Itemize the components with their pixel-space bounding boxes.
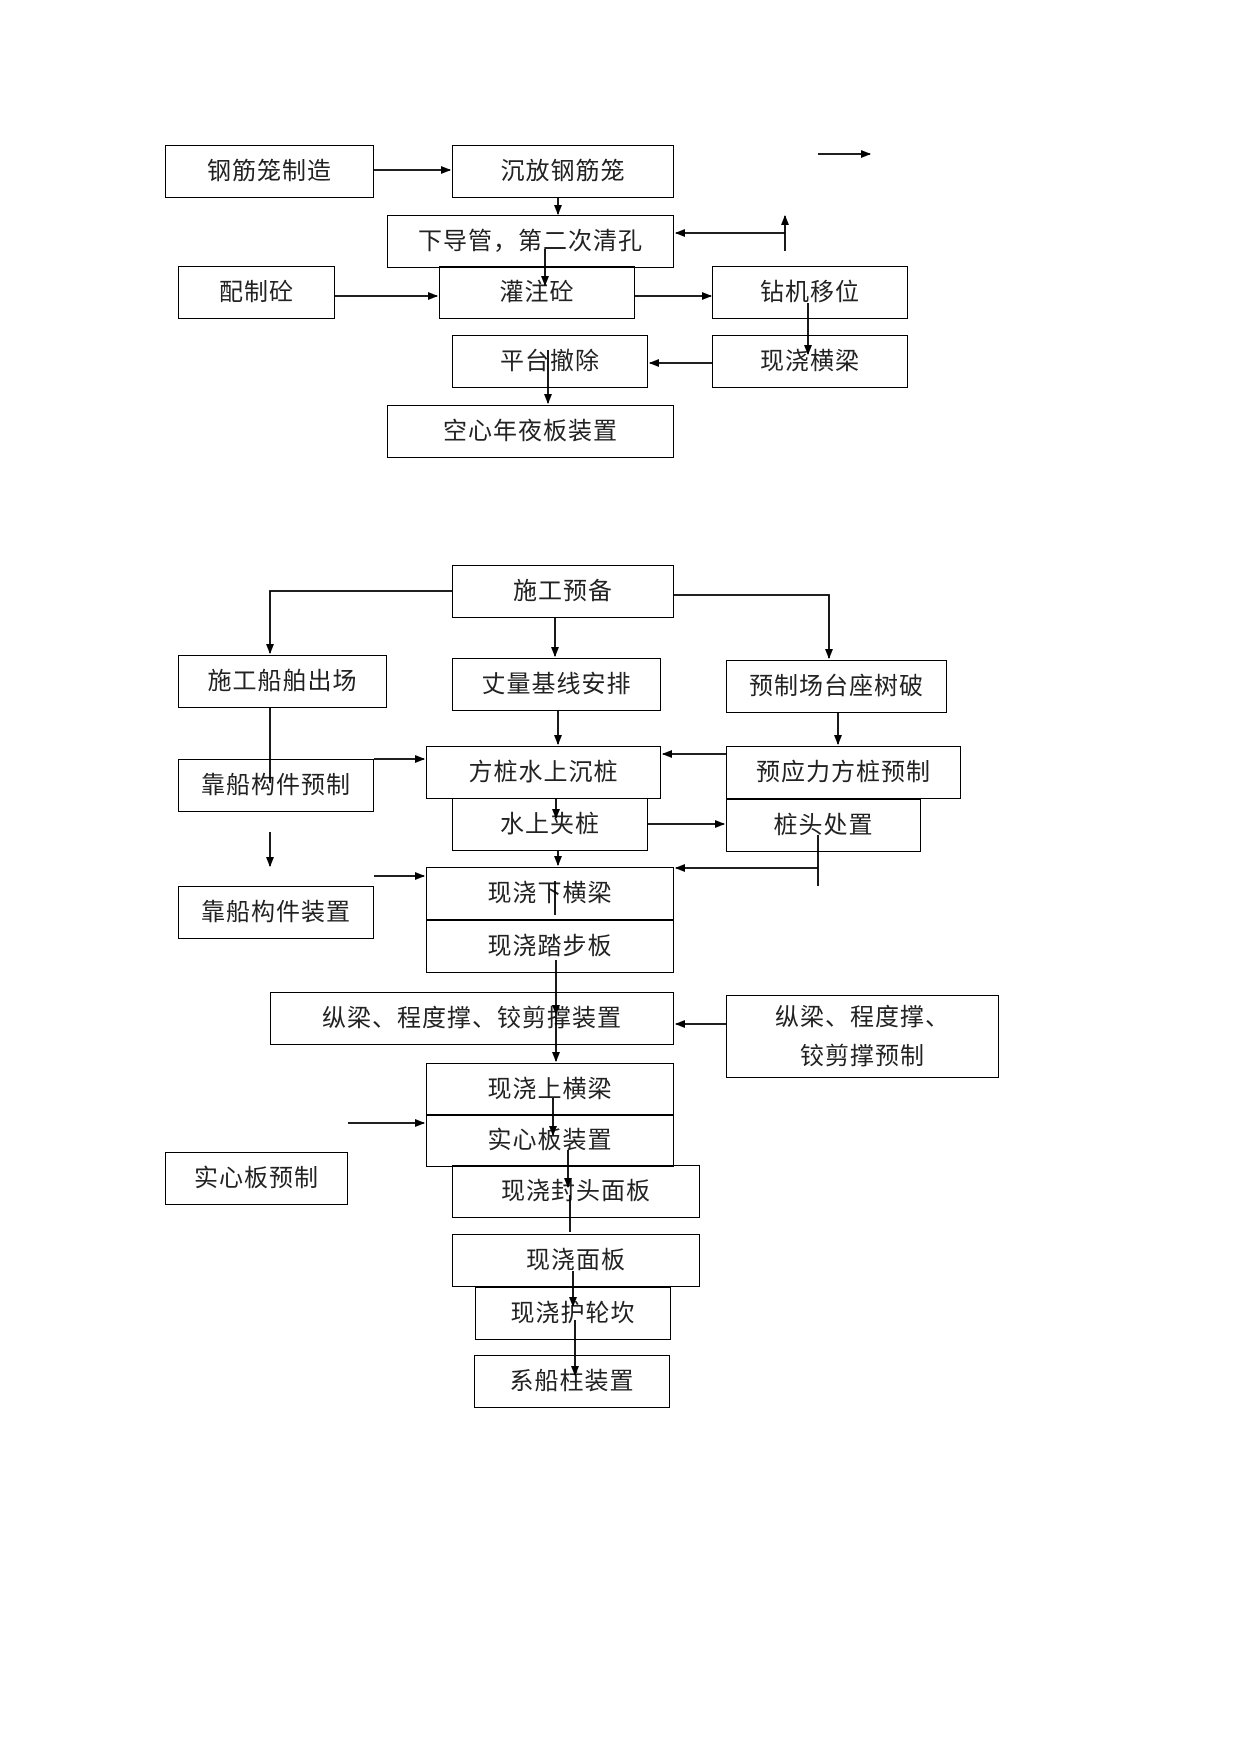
node-label: 空心年夜板装置	[443, 417, 618, 446]
node-label: 现浇踏步板	[487, 932, 613, 961]
node-gangjin-zhizao: 钢筋笼制造	[165, 145, 374, 198]
node-xianjiao-mianban: 现浇面板	[452, 1234, 700, 1287]
node-label: 钢筋笼制造	[207, 157, 332, 186]
node-xichuanzhu-zhuangzhi: 系船柱装置	[474, 1355, 670, 1408]
node-shigongchuan-chuchang: 施工船舶出场	[178, 655, 387, 708]
node-label: 丈量基线安排	[481, 670, 632, 699]
node-label: 纵梁、程度撑、铰剪撑装置	[322, 1004, 622, 1033]
node-label: 施工船舶出场	[207, 667, 358, 696]
node-shixinban-zhuangzhi: 实心板装置	[426, 1114, 674, 1167]
node-label-line1: 纵梁、程度撑、	[775, 1003, 950, 1032]
node-label: 现浇上横梁	[487, 1075, 613, 1104]
node-label: 现浇横梁	[760, 347, 860, 376]
node-label: 现浇封头面板	[501, 1177, 651, 1206]
node-fangzhuang-chenzhuang: 方桩水上沉桩	[426, 746, 661, 799]
node-label: 平台撤除	[500, 347, 600, 376]
node-label: 沉放钢筋笼	[500, 157, 626, 186]
node-xianjiao-fengtou: 现浇封头面板	[452, 1165, 700, 1218]
node-label: 桩头处置	[773, 811, 874, 840]
node-label: 现浇护轮坎	[510, 1299, 636, 1328]
node-zhangliang-jixian: 丈量基线安排	[452, 658, 661, 711]
node-shigong-yubei: 施工预备	[452, 565, 674, 618]
node-xianjiao-tabuban: 现浇踏步板	[426, 920, 674, 973]
node-label: 灌注砼	[499, 278, 575, 307]
node-chenfang-gangjin: 沉放钢筋笼	[452, 145, 674, 198]
node-label: 靠船构件装置	[201, 898, 351, 927]
node-xia-daoguan: 下导管，第二次清孔	[387, 215, 674, 268]
node-label: 现浇下横梁	[487, 879, 613, 908]
node-xianjiao-xiahengliang: 现浇下横梁	[426, 867, 674, 920]
node-label: 水上夹桩	[500, 810, 600, 839]
node-label: 现浇面板	[526, 1246, 626, 1275]
node-label: 靠船构件预制	[201, 771, 351, 800]
node-xianjiao-hengliang: 现浇横梁	[712, 335, 908, 388]
node-kaochuan-zhuangzhi: 靠船构件装置	[178, 886, 374, 939]
node-zongliang-yuzhi: 纵梁、程度撑、 铰剪撑预制	[726, 995, 999, 1078]
node-label: 方桩水上沉桩	[468, 758, 619, 787]
node-yuzhi-changtai: 预制场台座树破	[726, 660, 947, 713]
node-kongxin-ban: 空心年夜板装置	[387, 405, 674, 458]
node-zongliang-zhuangzhi: 纵梁、程度撑、铰剪撑装置	[270, 992, 674, 1045]
node-zhuangtou-chuzhi: 桩头处置	[726, 799, 921, 852]
node-label: 实心板装置	[487, 1126, 613, 1155]
node-label: 系船柱装置	[509, 1367, 635, 1396]
node-kaochuan-yuzhi: 靠船构件预制	[178, 759, 374, 812]
arrow-yubei-to-chuchang	[266, 590, 452, 654]
node-label: 钻机移位	[760, 278, 860, 307]
node-label: 预制场台座树破	[749, 672, 924, 701]
node-label: 下导管，第二次清孔	[418, 227, 643, 256]
node-yingli-fangzhuang: 预应力方桩预制	[726, 746, 961, 799]
node-peizhi-tong: 配制砼	[178, 266, 335, 319]
node-label: 施工预备	[513, 577, 613, 606]
node-label: 配制砼	[219, 278, 294, 307]
node-label: 实心板预制	[194, 1164, 319, 1193]
arrow-yubei-to-changtai	[674, 594, 833, 659]
node-label: 预应力方桩预制	[756, 758, 931, 787]
node-xianjiao-hulun: 现浇护轮坎	[475, 1287, 671, 1340]
node-label-line2: 铰剪撑预制	[800, 1041, 925, 1070]
node-guanzhu-tong: 灌注砼	[439, 266, 635, 319]
node-pingtai-chechu: 平台撤除	[452, 335, 648, 388]
node-xianjiao-shanghengliang: 现浇上横梁	[426, 1063, 674, 1116]
node-shuishang-jiazhuang: 水上夹桩	[452, 798, 648, 851]
node-shixinban-yuzhi: 实心板预制	[165, 1152, 348, 1205]
node-zuanji-yiwei: 钻机移位	[712, 266, 908, 319]
